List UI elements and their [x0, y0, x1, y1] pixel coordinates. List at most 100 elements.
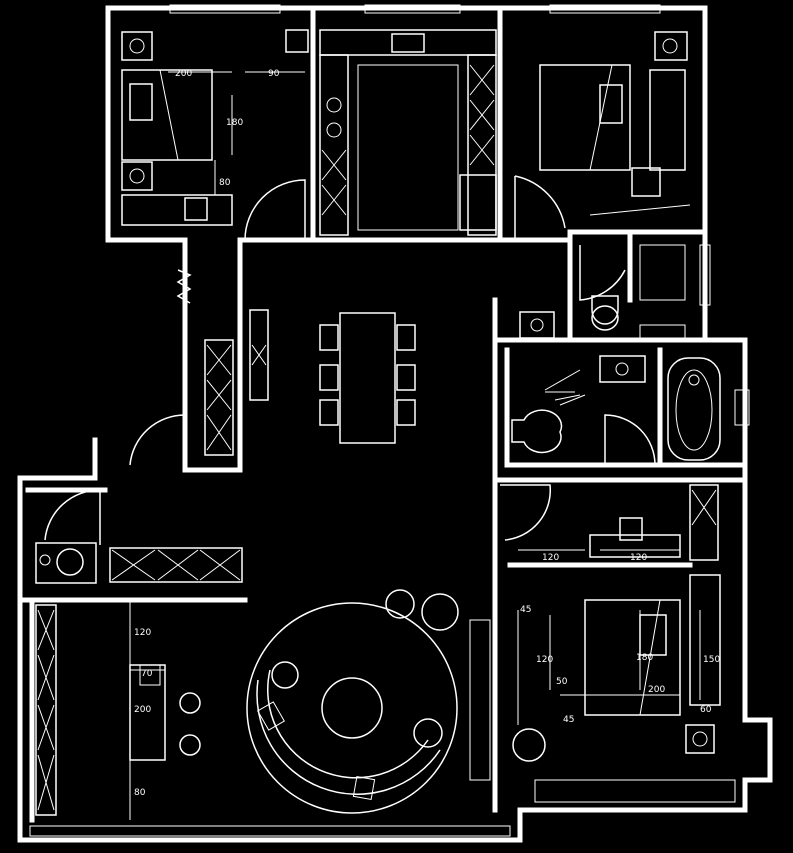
- window-bath-east: [734, 389, 750, 426]
- cabinet-living-west: [35, 604, 57, 816]
- drum-icon: [39, 554, 51, 566]
- dim-label: 45: [520, 605, 531, 615]
- dim-label: 70: [141, 669, 153, 679]
- cabinet-x: [206, 344, 232, 451]
- shower-curtain: [545, 391, 586, 406]
- door-swing-bedroom-ne: [514, 175, 566, 240]
- window-east: [699, 244, 711, 306]
- living-room: 120 70 200 80: [129, 589, 546, 820]
- blanket-fold-ne: [589, 64, 613, 171]
- storage: [35, 489, 243, 816]
- desk-se: [589, 534, 681, 558]
- exterior-walls: [17, 5, 773, 843]
- drum-icon: [56, 548, 84, 576]
- counter-kitchen-west: [319, 54, 349, 236]
- dim-label: 180: [226, 118, 243, 128]
- pillow-se: [639, 614, 667, 656]
- basin-icon: [530, 318, 544, 332]
- pouf: [179, 734, 201, 756]
- dim-label: 60: [700, 705, 712, 715]
- windows: [29, 4, 750, 837]
- nightstand-nw-bottom: [121, 161, 153, 191]
- dim-label: 150: [703, 655, 720, 665]
- wall-east-lower: [17, 717, 773, 843]
- sideboard: [249, 309, 269, 401]
- bathroom: [511, 355, 721, 466]
- dim-label: 90: [268, 69, 280, 79]
- partition: [544, 369, 581, 391]
- wall-north-left: [105, 5, 188, 243]
- wardrobe-se: [689, 484, 719, 561]
- chair: [319, 364, 339, 391]
- door-swing-entry: [129, 414, 186, 470]
- door-swing-toilet: [579, 245, 626, 301]
- coffee-table: [321, 677, 383, 739]
- wall-north: [105, 5, 708, 343]
- counter-kitchen-north: [319, 29, 497, 56]
- door-swing-bath: [604, 414, 656, 466]
- window-kitchen: [364, 4, 461, 14]
- dim-label: 180: [636, 653, 653, 663]
- blanket-fold-nw: [159, 69, 179, 161]
- pillow-nw: [129, 83, 153, 121]
- cabinet-x: [37, 609, 55, 811]
- chair: [396, 364, 416, 391]
- sink-icon: [391, 33, 425, 53]
- vanity: [599, 355, 646, 383]
- cabinet-x: [469, 64, 495, 166]
- blanket-fold-se: [639, 599, 661, 716]
- kitchen: [319, 29, 497, 239]
- sofa-curved: [256, 669, 441, 796]
- chair: [396, 324, 416, 351]
- pouf: [179, 692, 201, 714]
- nightstand-nw-top: [121, 31, 153, 61]
- washing-machine: [35, 542, 97, 584]
- chair: [319, 399, 339, 426]
- dim-label: 200: [134, 705, 151, 715]
- radiator: [176, 269, 192, 304]
- lamp-icon: [662, 38, 678, 54]
- cushion: [257, 701, 285, 731]
- counter-kitchen-east: [467, 54, 497, 236]
- desk-nw: [121, 194, 233, 226]
- stool: [421, 593, 459, 631]
- tv-stand-ne: [631, 167, 661, 197]
- stove-burner-icon: [326, 97, 342, 113]
- shower-tray: [639, 244, 686, 301]
- cabinet-small: [639, 324, 686, 341]
- cabinet-x: [111, 549, 241, 581]
- cushion: [352, 776, 376, 800]
- tv: [139, 664, 161, 686]
- side-table: [413, 718, 443, 748]
- door-swing-bedroom-nw: [244, 179, 306, 241]
- dim-label: 50: [556, 677, 568, 687]
- stove-burner-icon: [326, 122, 342, 138]
- dim-label: 80: [219, 178, 231, 188]
- toilet-icon: [511, 409, 563, 454]
- fridge: [459, 174, 497, 231]
- cabinet-storage: [109, 547, 243, 583]
- bed-se: [584, 599, 681, 716]
- toilet: [519, 244, 686, 341]
- bathtub: [667, 357, 721, 461]
- stool: [385, 589, 415, 619]
- nightstand-se: [685, 724, 715, 754]
- dim-label: 120: [630, 553, 647, 563]
- dim-label: 120: [536, 655, 553, 665]
- dim-label: 200: [175, 69, 192, 79]
- bedroom-ne: [514, 31, 691, 240]
- wall-west-notch: [182, 237, 243, 473]
- dim-label: 80: [134, 788, 146, 798]
- lamp-icon: [129, 168, 145, 184]
- nightstand-ne-top: [654, 31, 688, 61]
- dining: [129, 269, 552, 541]
- dining-table: [339, 312, 396, 444]
- cabinet-x: [691, 489, 717, 526]
- chair-se: [619, 517, 643, 541]
- lamp-icon: [129, 38, 145, 54]
- bathtub-basin: [675, 369, 713, 451]
- door-swing-bedroom-se: [500, 484, 552, 541]
- sliding-wardrobe: [589, 204, 691, 216]
- window-balcony: [469, 619, 491, 781]
